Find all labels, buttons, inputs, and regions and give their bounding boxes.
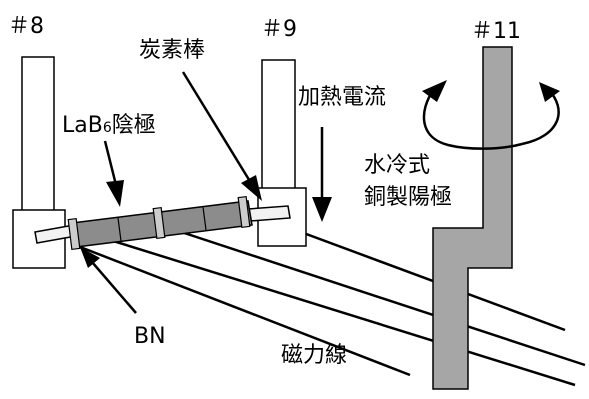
lab6-pointer-head (106, 180, 124, 207)
label-post-8: ＃8 (8, 14, 44, 39)
lab6-pointer (103, 140, 118, 186)
post-8-column (21, 56, 55, 213)
bn-ring-2 (152, 206, 166, 240)
carbon-rod-pointer (181, 71, 253, 184)
rotation-arrowhead-right (539, 82, 560, 102)
copper-anode (432, 46, 513, 390)
label-lab6-suffix: 陰極 (112, 113, 156, 138)
label-heating-current: 加熱電流 (298, 85, 386, 110)
rotation-arrowhead-left (422, 80, 447, 102)
bn-ring-3 (237, 195, 251, 229)
rotation-arc-front (447, 142, 523, 150)
carbon-rod-right (247, 205, 291, 222)
label-water-cooled: 水冷式 (364, 153, 430, 178)
label-lab6-prefix: LaB (62, 113, 103, 138)
bn-ring-1 (67, 217, 81, 251)
field-line-2 (159, 223, 586, 367)
rotation-arc-right (521, 88, 560, 146)
bn-pointer (91, 261, 137, 314)
cathode-assembly (34, 195, 291, 251)
cathode-segment-1 (117, 217, 122, 242)
field-line-4 (74, 243, 411, 377)
post-9-column (261, 59, 296, 191)
cathode-segment-2 (202, 206, 207, 231)
label-copper-anode: 銅製陽極 (364, 185, 452, 210)
label-lab6-subscript: 6 (103, 120, 112, 136)
magnetic-field-lines (74, 213, 586, 387)
label-bn: BN (134, 324, 166, 349)
bn-pointer-head (80, 247, 100, 268)
label-post-11: ＃11 (471, 19, 521, 44)
label-post-9: ＃9 (261, 17, 297, 42)
label-magnetic-field-lines: 磁力線 (281, 343, 347, 368)
heating-current-arrowhead (312, 197, 332, 222)
carbon-rod-pointer-head (241, 175, 262, 201)
label-carbon-rod: 炭素棒 (139, 38, 205, 63)
label-lab6-cathode: LaB6陰極 (62, 113, 156, 138)
field-line-3 (109, 238, 576, 387)
